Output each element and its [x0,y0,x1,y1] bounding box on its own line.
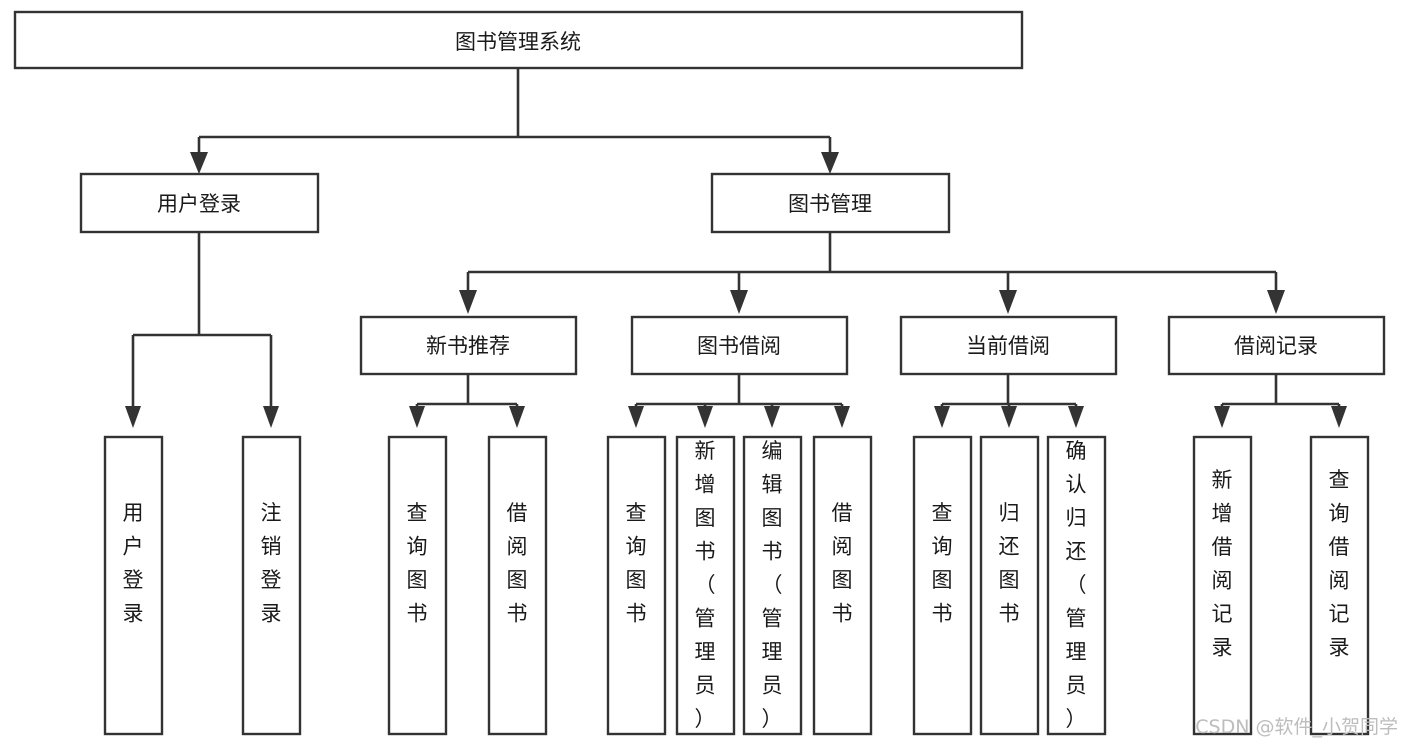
node-book-borrow[interactable]: 图书借阅 [630,315,849,376]
arrow-head-leaf-return-book [1001,406,1017,428]
node-leaf-query-book-3[interactable]: 查询图书 [912,435,973,736]
node-leaf-query-book-1-label: 查询图书 [407,501,428,626]
arrow-head-leaf-user-login [125,406,141,428]
node-book-manage-box[interactable] [710,172,951,234]
node-leaf-return-book-box[interactable] [979,435,1040,736]
node-borrow-record-box[interactable] [1167,315,1386,376]
node-leaf-confirm-return[interactable]: 确认归还（管理员） [1046,435,1107,736]
node-new-book-rec-box[interactable] [359,315,578,376]
node-leaf-query-book-1-box[interactable] [387,435,448,736]
arrow-head-current-borrow [999,290,1017,314]
node-root[interactable]: 图书管理系统 [13,10,1024,70]
arrow-head-leaf-borrow-book-1 [509,406,525,428]
node-leaf-confirm-return-label: 确认归还（管理员） [1066,439,1087,731]
node-leaf-edit-book-box[interactable] [742,435,803,736]
arrow-head-leaf-query-book-1 [409,406,425,428]
node-leaf-add-record[interactable]: 新增借阅记录 [1192,435,1253,736]
node-current-borrow[interactable]: 当前借阅 [899,315,1118,376]
arrow-head-leaf-confirm-return [1068,406,1084,428]
csdn-watermark: CSDN @软件_小贺同学 [1195,716,1398,738]
node-leaf-borrow-book-2-label: 借阅图书 [832,501,853,626]
node-new-book-rec-label: 新书推荐 [426,334,510,358]
node-user-login-box[interactable] [79,172,320,234]
node-leaf-add-book-label: 新增图书（管理员） [695,439,716,731]
node-leaf-query-record[interactable]: 查询借阅记录 [1309,435,1370,736]
arrow-head-leaf-add-book [697,406,713,428]
node-leaf-query-book-1[interactable]: 查询图书 [387,435,448,736]
node-leaf-logout[interactable]: 注销登录 [241,435,302,736]
node-current-borrow-box[interactable] [899,315,1118,376]
node-leaf-add-book[interactable]: 新增图书（管理员） [675,435,736,736]
node-leaf-add-record-label: 新增借阅记录 [1212,468,1233,660]
node-leaf-confirm-return-box[interactable] [1046,435,1107,736]
node-leaf-edit-book-label: 编辑图书（管理员） [762,439,783,731]
node-book-borrow-label: 图书借阅 [697,334,781,358]
arrow-head-leaf-borrow-book-2 [834,406,850,428]
connector-layer [125,68,1347,428]
node-leaf-return-book-label: 归还图书 [999,501,1020,626]
node-leaf-borrow-book-1[interactable]: 借阅图书 [487,435,548,736]
node-leaf-borrow-book-2-box[interactable] [812,435,873,736]
node-leaf-logout-box[interactable] [241,435,302,736]
arrow-head-leaf-edit-book [764,406,780,428]
node-leaf-query-book-2-label: 查询图书 [626,501,647,626]
node-leaf-return-book[interactable]: 归还图书 [979,435,1040,736]
node-current-borrow-label: 当前借阅 [966,334,1050,358]
node-leaf-borrow-book-2[interactable]: 借阅图书 [812,435,873,736]
arrow-head-leaf-query-record [1331,406,1347,428]
arrow-head-book-borrow [730,290,748,314]
node-leaf-user-login-box[interactable] [103,435,164,736]
node-borrow-record-label: 借阅记录 [1234,334,1318,358]
node-leaf-query-book-2-box[interactable] [606,435,667,736]
node-leaf-query-record-label: 查询借阅记录 [1329,468,1350,660]
arrow-head-new-book-rec [459,290,477,314]
node-leaf-query-book-2[interactable]: 查询图书 [606,435,667,736]
node-user-login-label: 用户登录 [157,192,241,216]
node-book-borrow-box[interactable] [630,315,849,376]
arrow-head-borrow-record [1267,290,1285,314]
node-leaf-query-book-3-box[interactable] [912,435,973,736]
node-leaf-add-book-box[interactable] [675,435,736,736]
arrow-head-leaf-query-book-3 [934,406,950,428]
node-root-box[interactable] [13,10,1024,70]
node-borrow-record[interactable]: 借阅记录 [1167,315,1386,376]
node-leaf-user-login[interactable]: 用户登录 [103,435,164,736]
node-book-manage[interactable]: 图书管理 [710,172,951,234]
node-leaf-borrow-book-1-box[interactable] [487,435,548,736]
node-leaf-query-record-box[interactable] [1309,435,1370,736]
node-leaf-user-login-label: 用户登录 [123,501,144,626]
node-new-book-rec[interactable]: 新书推荐 [359,315,578,376]
node-leaf-add-record-box[interactable] [1192,435,1253,736]
node-book-manage-label: 图书管理 [788,192,872,216]
arrow-head-leaf-query-book-2 [628,406,644,428]
node-leaf-logout-label: 注销登录 [261,501,282,626]
node-user-login[interactable]: 用户登录 [79,172,320,234]
arrow-head-leaf-logout [263,406,279,428]
node-leaf-borrow-book-1-label: 借阅图书 [507,501,528,626]
node-leaf-edit-book[interactable]: 编辑图书（管理员） [742,435,803,736]
arrow-head-leaf-add-record [1214,406,1230,428]
arrow-head-book-manage [821,152,839,174]
arrow-head-user-login [190,152,208,174]
node-root-label: 图书管理系统 [455,30,581,54]
node-leaf-query-book-3-label: 查询图书 [932,501,953,626]
